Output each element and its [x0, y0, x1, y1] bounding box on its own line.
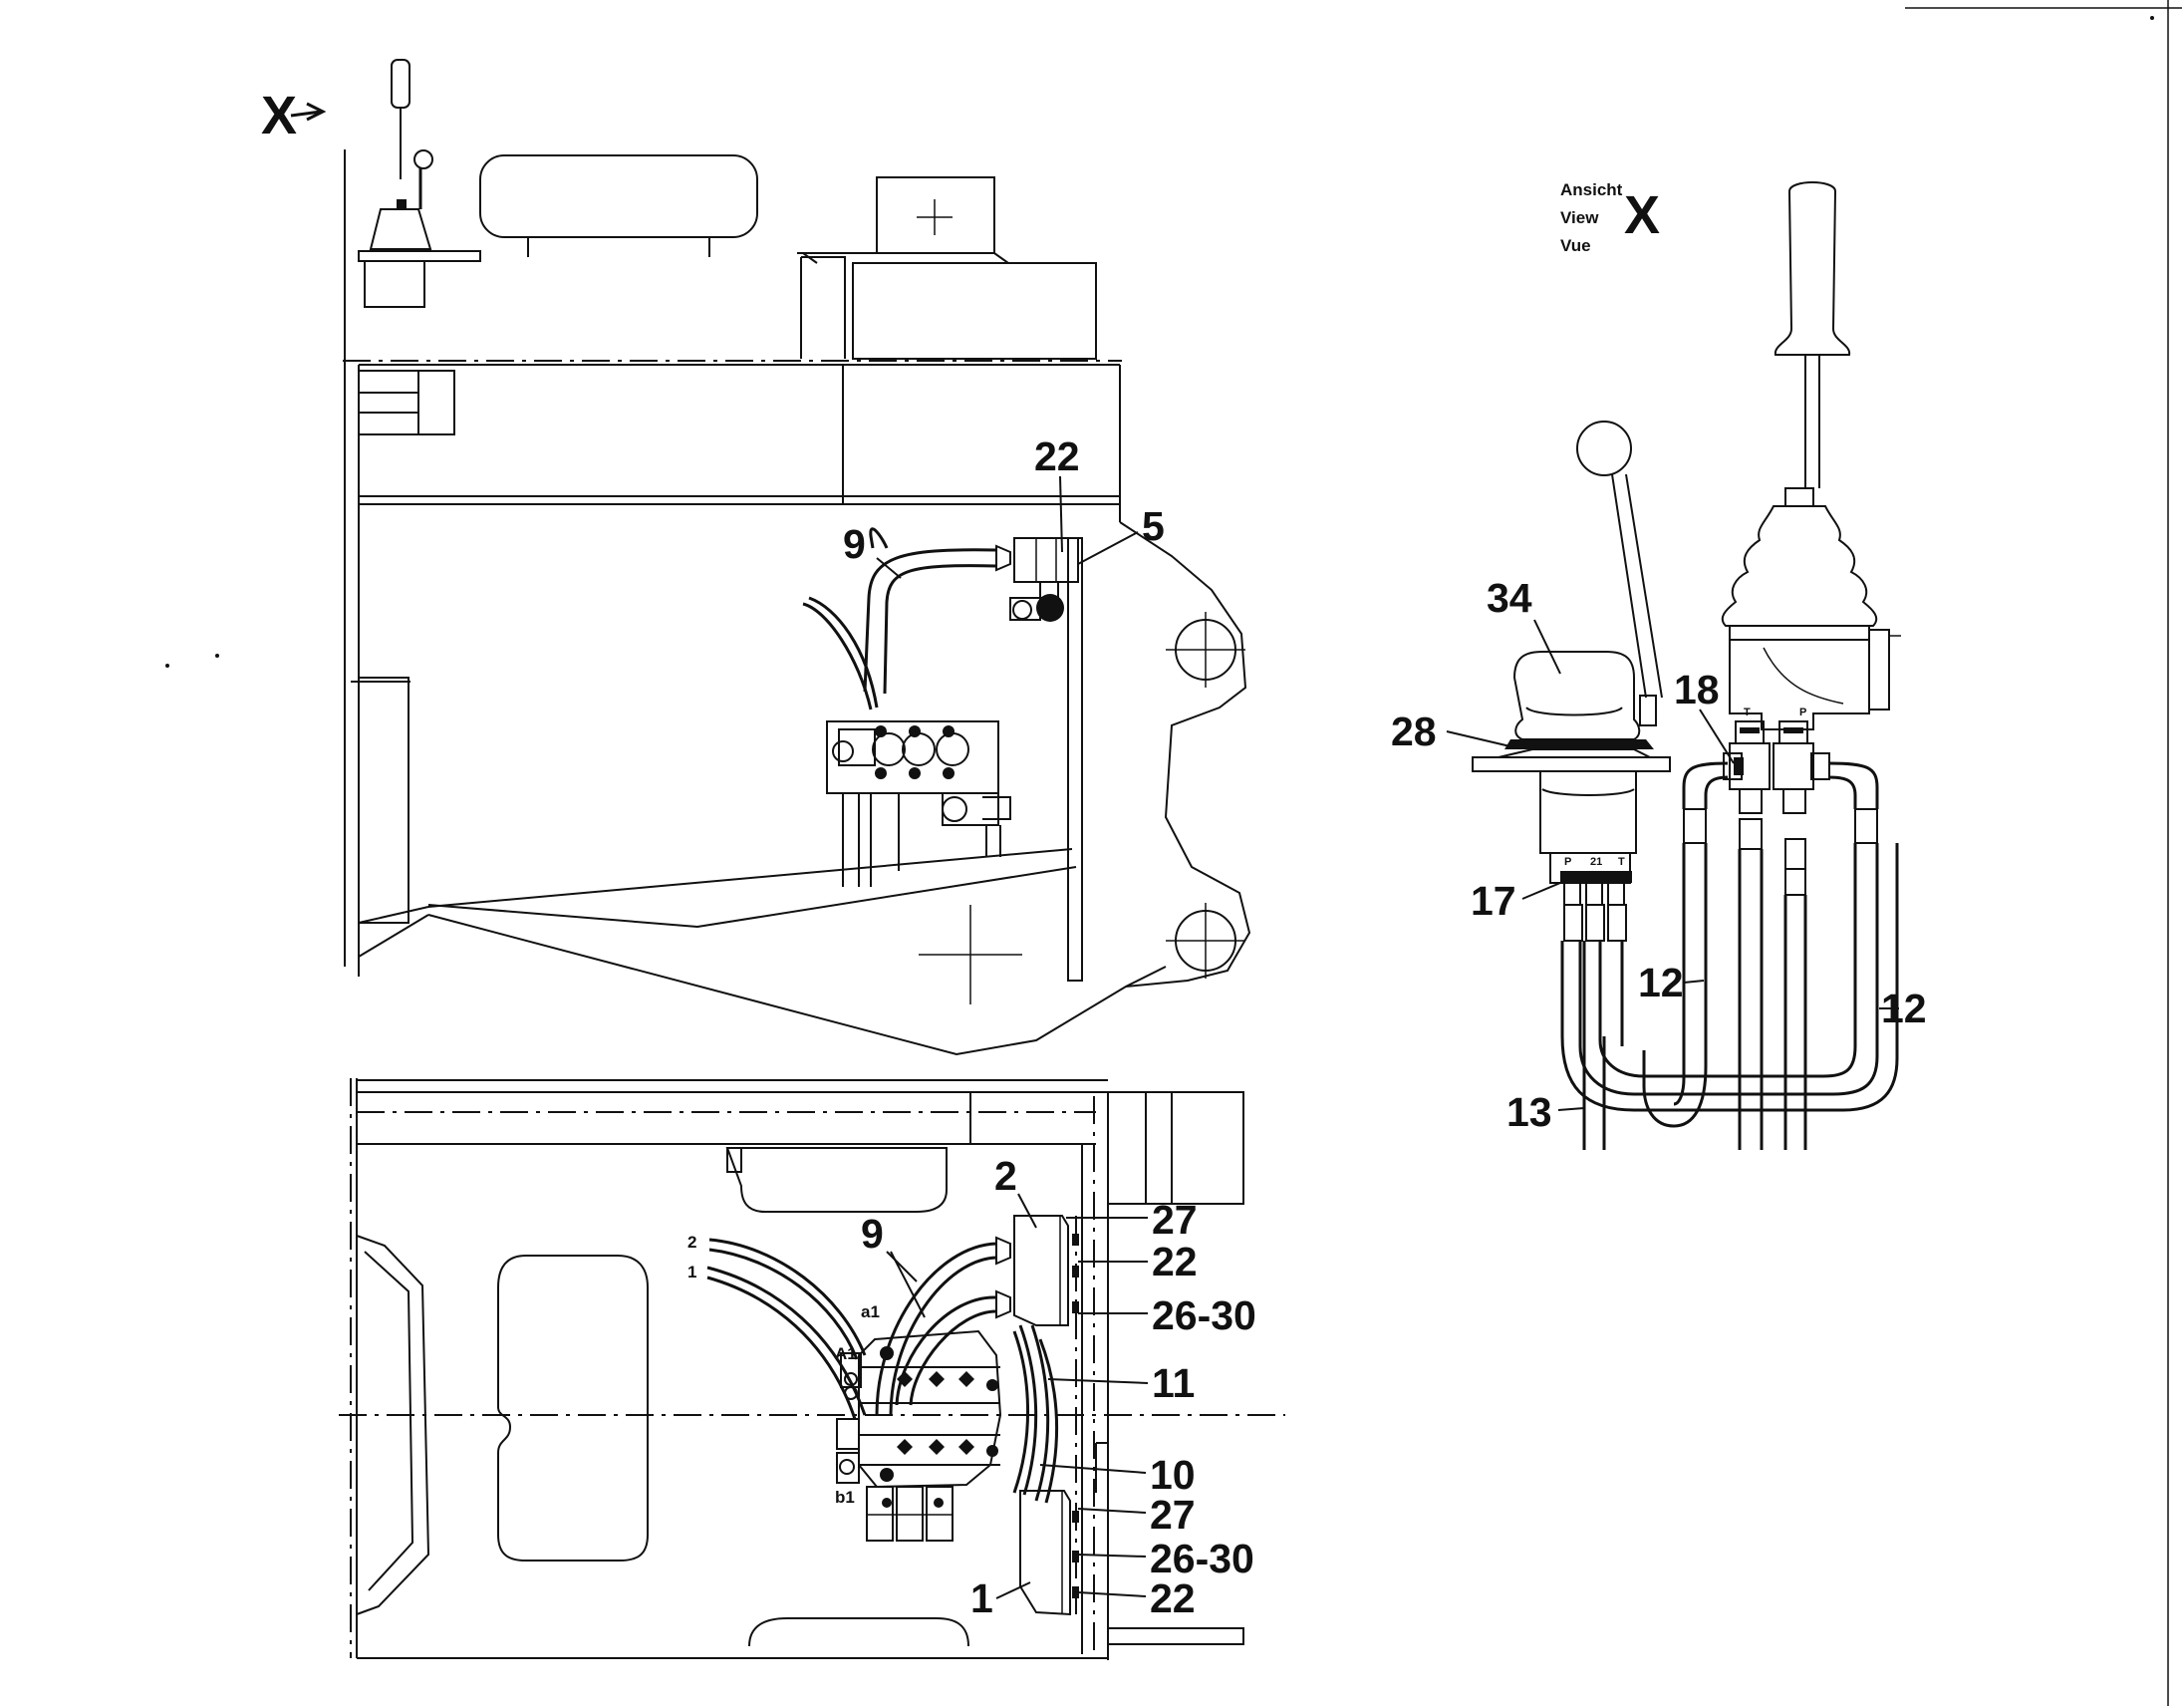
view-direction-arrow-icon: [290, 102, 327, 122]
callout-22-side: 22: [1034, 433, 1080, 479]
callout-9-top: 9: [861, 1211, 884, 1257]
hose-routing: [1560, 761, 1899, 1150]
caption-view: View: [1560, 208, 1599, 227]
joystick-port-t: T: [1744, 707, 1751, 718]
callout-13: 13: [1506, 1089, 1552, 1135]
valve-port-21: 21: [1590, 856, 1602, 868]
side-valve-block: [826, 720, 1011, 887]
port-label-2: 2: [687, 1233, 696, 1252]
callout-34: 34: [1487, 575, 1532, 621]
callout-26-30-upper: 26-30: [1152, 1292, 1256, 1338]
callout-1: 1: [970, 1575, 993, 1621]
callout-26-30-lower: 26-30: [1150, 1536, 1254, 1581]
callout-9-side: 9: [843, 521, 866, 567]
callout-18: 18: [1674, 667, 1720, 712]
top-view: 2 1 a1 A1 b1 2 9 27 22 26-30 11 10 27 26…: [339, 1078, 1285, 1660]
view-x: Ansicht View Vue X T P: [1391, 180, 1927, 1150]
port-label-a1-lower: a1: [861, 1302, 880, 1321]
joystick-fittings: [1683, 720, 1878, 896]
valve-head: P 21 T: [1472, 421, 1671, 942]
port-label-b1: b1: [835, 1488, 855, 1507]
callout-10: 10: [1150, 1452, 1196, 1498]
port-label-1: 1: [687, 1263, 696, 1281]
caption-vue: Vue: [1560, 236, 1591, 255]
callout-11: 11: [1152, 1360, 1195, 1406]
callout-27-upper: 27: [1152, 1197, 1198, 1243]
callout-28: 28: [1391, 709, 1437, 754]
joystick-assembly: T P: [1721, 181, 1901, 730]
callout-12-left: 12: [1638, 960, 1684, 1005]
view-marker-x: X: [261, 86, 327, 145]
scan-artifacts: [165, 0, 2182, 1706]
side-view: 22 5 9: [343, 59, 1251, 1056]
callout-22-lower: 22: [1150, 1575, 1196, 1621]
port-label-A1: A1: [835, 1344, 857, 1363]
valve-port-t: T: [1618, 856, 1625, 868]
top-valve-stack: [836, 1329, 1002, 1542]
view-x-caption: Ansicht View Vue X: [1560, 180, 1660, 255]
callout-5-side: 5: [1142, 503, 1165, 549]
callout-17: 17: [1471, 878, 1516, 924]
valve-port-p: P: [1564, 856, 1571, 868]
side-joystick: [358, 59, 481, 308]
caption-letter: X: [1624, 185, 1660, 245]
callout-22-upper: 22: [1152, 1239, 1198, 1284]
callout-2-top: 2: [994, 1153, 1017, 1199]
callout-27-lower: 27: [1150, 1492, 1196, 1538]
caption-ansicht: Ansicht: [1560, 180, 1623, 199]
joystick-port-p: P: [1799, 707, 1806, 718]
